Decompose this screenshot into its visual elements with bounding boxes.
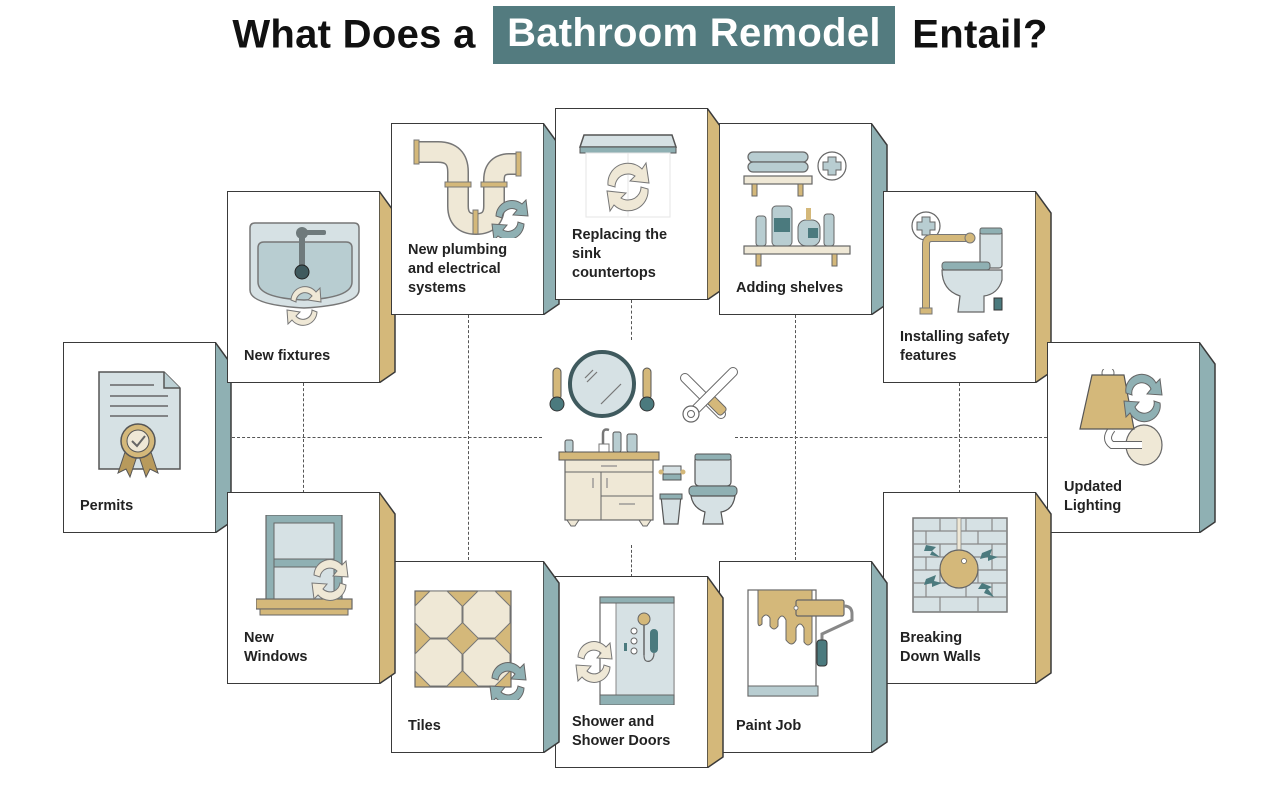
connector-fixtures (303, 383, 304, 493)
card-countertops: Replacing the sink countertops (555, 107, 724, 300)
title-prefix: What Does a (232, 12, 476, 57)
card-label: Breaking Down Walls (900, 630, 981, 665)
connector-countertops (631, 300, 632, 340)
card-permits: Permits (63, 341, 232, 533)
card-side (543, 560, 560, 753)
certificate-icon (98, 371, 181, 479)
card-label: Installing safety features (900, 329, 1010, 364)
pipes-icon (413, 139, 529, 238)
card-walls: Breaking Down Walls (883, 491, 1052, 684)
tiles-icon (414, 590, 527, 700)
center-illustration (545, 348, 745, 533)
card-new-fixtures: New fixtures (227, 190, 396, 383)
shelves-icon (743, 151, 851, 267)
card-label: Tiles (408, 718, 441, 734)
connector-right (735, 437, 1047, 438)
wrecking-ball-icon (912, 517, 1008, 613)
connector-plumbing (468, 315, 469, 560)
paint-roller-icon (747, 589, 854, 697)
tools-icon (680, 367, 738, 423)
card-label: New Windows (244, 630, 308, 665)
card-side (707, 575, 724, 768)
card-shower: Shower and Shower Doors (555, 575, 724, 768)
window-icon (256, 515, 353, 616)
card-label: Updated Lighting (1064, 479, 1122, 514)
card-side (871, 560, 888, 753)
countertop-icon (578, 134, 678, 218)
connector-shelves (795, 315, 796, 560)
card-windows: New Windows (227, 491, 396, 684)
bathroom-vanity-icon (549, 350, 738, 527)
card-side (379, 491, 396, 684)
card-label: Adding shelves (736, 280, 844, 296)
page-title: What Does a Bathroom Remodel Entail? (0, 6, 1280, 64)
card-lighting: Updated Lighting (1047, 341, 1216, 533)
sink-icon (249, 222, 360, 326)
card-label: Shower and Shower Doors (572, 714, 671, 749)
title-suffix: Entail? (912, 12, 1048, 57)
connector-shower (631, 545, 632, 577)
shower-icon (575, 596, 675, 705)
card-label: New plumbing and electrical systems (408, 242, 508, 296)
connector-left (232, 437, 542, 438)
card-tiles: Tiles (391, 560, 560, 753)
card-label: Permits (80, 498, 134, 514)
wall-lamp-icon (1079, 369, 1163, 466)
card-safety: Installing safety features (883, 190, 1052, 383)
card-paint: Paint Job (719, 560, 888, 753)
card-shelves: Adding shelves (719, 122, 888, 315)
grab-bar-toilet-icon (911, 211, 1003, 315)
card-label: New fixtures (244, 348, 331, 364)
card-plumbing: New plumbing and electrical systems (391, 122, 560, 315)
title-highlight: Bathroom Remodel (493, 6, 895, 64)
connector-safety (959, 383, 960, 493)
card-side (1035, 491, 1052, 684)
card-side (1199, 341, 1216, 533)
card-label: Paint Job (736, 718, 802, 734)
card-label: Replacing the sink countertops (572, 227, 668, 281)
